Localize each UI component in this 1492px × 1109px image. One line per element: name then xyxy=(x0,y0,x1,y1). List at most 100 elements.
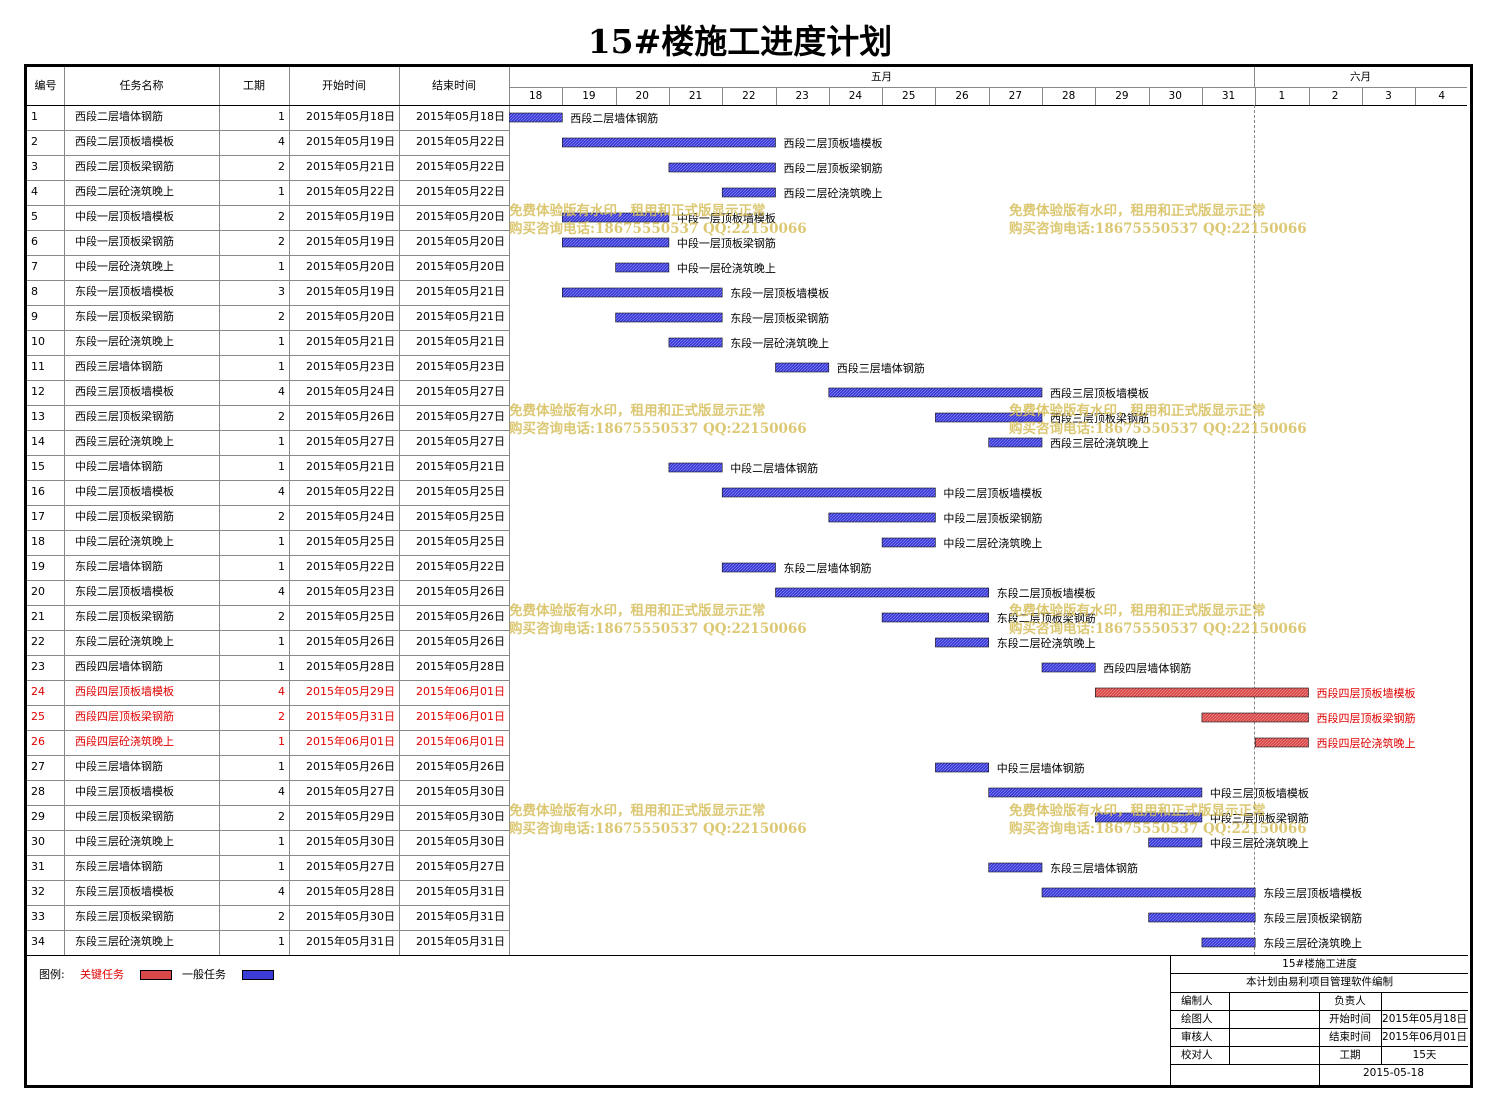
task-end: 2015年05月30日 xyxy=(416,810,505,823)
task-id: 20 xyxy=(31,585,45,598)
task-name: 中段一层顶板墙模板 xyxy=(75,210,174,223)
titleblock-value: 2015年06月01日 xyxy=(1382,1031,1467,1043)
task-id: 28 xyxy=(31,785,45,798)
grid-line xyxy=(27,380,509,381)
task-bar xyxy=(1148,912,1256,923)
grid-line xyxy=(27,680,509,681)
task-bar xyxy=(721,187,776,198)
day-tick-label: 31 xyxy=(1221,90,1236,102)
grid-line xyxy=(1042,87,1043,105)
task-start: 2015年05月22日 xyxy=(306,185,395,198)
task-start: 2015年05月29日 xyxy=(306,685,395,698)
titleblock-key: 开始时间 xyxy=(1329,1013,1371,1025)
grid-line xyxy=(27,205,509,206)
task-end: 2015年05月31日 xyxy=(416,910,505,923)
titleblock-key: 结束时间 xyxy=(1329,1031,1371,1043)
grid-line xyxy=(775,87,777,105)
task-start: 2015年05月21日 xyxy=(306,460,395,473)
grid-line xyxy=(1201,87,1203,105)
grid-line xyxy=(668,87,670,105)
task-id: 3 xyxy=(31,160,38,173)
grid-line xyxy=(27,805,509,806)
day-tick-label: 3 xyxy=(1385,90,1392,102)
legend-normal-swatch xyxy=(242,970,274,980)
grid-line xyxy=(1415,87,1417,105)
legend-label: 图例: xyxy=(39,968,65,981)
task-duration: 2 xyxy=(278,910,285,923)
grid-line xyxy=(27,305,509,306)
task-name: 西段二层顶板梁钢筋 xyxy=(75,160,174,173)
grid-line xyxy=(27,405,509,406)
task-duration: 4 xyxy=(278,685,285,698)
bar-label: 东段一层顶板梁钢筋 xyxy=(730,311,829,325)
grid-line xyxy=(1361,87,1363,105)
task-id: 31 xyxy=(31,860,45,873)
titleblock-key: 工期 xyxy=(1339,1049,1361,1061)
task-id: 4 xyxy=(31,185,38,198)
task-id: 10 xyxy=(31,335,45,348)
grid-line xyxy=(988,87,990,105)
day-tick-label: 2 xyxy=(1331,90,1339,102)
task-name: 中段二层墙体钢筋 xyxy=(75,460,163,473)
titleblock-subtitle: 本计划由易利项目管理软件编制 xyxy=(1246,976,1393,988)
task-duration: 1 xyxy=(278,185,285,198)
grid-line xyxy=(27,530,509,531)
day-tick-label: 20 xyxy=(635,90,649,102)
task-end: 2015年05月26日 xyxy=(416,585,505,598)
grid-line xyxy=(509,105,1467,106)
grid-line xyxy=(219,67,220,955)
bar-label: 西段四层顶板梁钢筋 xyxy=(1317,711,1416,725)
grid-line xyxy=(615,87,617,105)
header-duration: 工期 xyxy=(243,79,265,92)
task-id: 6 xyxy=(31,235,38,248)
bar-label: 东段三层墙体钢筋 xyxy=(1050,861,1138,875)
task-end: 2015年05月22日 xyxy=(416,135,505,148)
task-end: 2015年05月21日 xyxy=(416,460,505,473)
task-name: 东段二层顶板梁钢筋 xyxy=(75,610,174,623)
task-end: 2015年05月31日 xyxy=(416,885,505,898)
task-bar xyxy=(668,162,776,173)
grid-line xyxy=(27,580,509,581)
task-end: 2015年05月23日 xyxy=(416,360,505,373)
task-start: 2015年05月29日 xyxy=(306,810,395,823)
bar-label: 西段二层砼浇筑晚上 xyxy=(784,186,883,200)
task-id: 15 xyxy=(31,460,45,473)
bar-label: 西段三层顶板梁钢筋 xyxy=(1050,411,1149,425)
gantt-chart: 西段二层墙体钢筋西段二层顶板墙模板西段二层顶板梁钢筋西段二层砼浇筑晚上中段一层顶… xyxy=(509,111,1416,950)
task-name: 中段三层顶板梁钢筋 xyxy=(75,810,174,823)
task-duration: 1 xyxy=(278,335,285,348)
task-end: 2015年05月21日 xyxy=(416,310,505,323)
task-bar xyxy=(988,787,1203,798)
task-duration: 1 xyxy=(278,260,285,273)
grid-line xyxy=(1148,87,1150,105)
task-id: 12 xyxy=(31,385,45,398)
grid-line xyxy=(27,280,509,281)
task-start: 2015年05月19日 xyxy=(306,210,395,223)
task-duration: 2 xyxy=(278,610,285,623)
task-end: 2015年06月01日 xyxy=(416,735,505,748)
task-bar xyxy=(1094,812,1203,823)
task-id: 2 xyxy=(31,135,38,148)
bar-label: 西段三层砼浇筑晚上 xyxy=(1050,436,1149,450)
task-duration: 2 xyxy=(278,210,285,223)
task-duration: 2 xyxy=(278,810,285,823)
task-name: 西段三层顶板墙模板 xyxy=(75,385,174,398)
task-start: 2015年05月22日 xyxy=(306,560,395,573)
bar-label: 东段二层砼浇筑晚上 xyxy=(997,636,1096,650)
task-end: 2015年05月20日 xyxy=(416,260,505,273)
task-start: 2015年05月27日 xyxy=(306,435,395,448)
bar-label: 西段二层顶板梁钢筋 xyxy=(784,161,883,175)
task-end: 2015年05月20日 xyxy=(416,210,505,223)
task-end: 2015年05月27日 xyxy=(416,410,505,423)
task-duration: 2 xyxy=(278,235,285,248)
task-duration: 2 xyxy=(278,510,285,523)
bar-label: 东段一层砼浇筑晚上 xyxy=(730,336,829,350)
bar-label: 中段三层墙体钢筋 xyxy=(997,761,1085,775)
task-bar xyxy=(509,112,563,123)
grid-line xyxy=(27,330,509,331)
task-name: 东段三层顶板梁钢筋 xyxy=(75,910,174,923)
task-end: 2015年05月27日 xyxy=(416,435,505,448)
grid-line xyxy=(27,555,509,556)
day-tick-label: 21 xyxy=(688,90,703,102)
